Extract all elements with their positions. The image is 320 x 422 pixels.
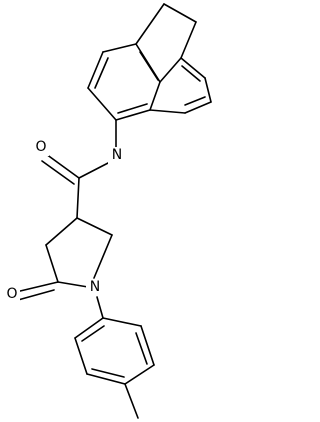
- bond-tol-1: [102, 317, 142, 327]
- bond-tol-2: [140, 325, 155, 366]
- bond-pyr-1: [76, 217, 113, 236]
- ring-nitrogen-mask: [86, 279, 104, 296]
- bond-bridgehead-right-central: [159, 57, 182, 83]
- bond-tol-6: [74, 317, 104, 339]
- amide-oxygen-mask: [33, 139, 49, 156]
- bond-nitrogen-carbonyl: [78, 161, 111, 179]
- bond-lactam-oxygen-double: [17, 289, 55, 301]
- bond-ring-b4: [149, 109, 186, 114]
- bond-tol-5: [74, 337, 88, 375]
- bond-tol-4: [86, 373, 126, 385]
- bond-tol-2-double: [135, 332, 148, 365]
- bond-ring-b1: [180, 57, 206, 79]
- bond-n-aryl: [96, 296, 104, 319]
- bond-carbonyl-oxygen-double: [41, 160, 75, 185]
- bond-pyr-3: [45, 217, 78, 246]
- bond-ring-a4: [115, 109, 151, 121]
- bond-carbonyl-oxygen: [45, 153, 80, 179]
- bond-ring-a4-double: [117, 103, 148, 114]
- amide-oxygen-label: O: [35, 139, 46, 155]
- bond-ring-a2: [87, 51, 104, 89]
- amide-nitrogen-mask: [108, 147, 128, 164]
- acenaphthene-group: [87, 3, 212, 121]
- lactam-oxygen-label: O: [6, 286, 17, 302]
- bond-ring-b1-double: [181, 65, 201, 82]
- pyrrolidinone-ring: [15, 217, 113, 301]
- bond-tol-3: [124, 364, 155, 385]
- bond-methyl: [124, 383, 139, 419]
- bond-ring-b3: [184, 101, 212, 114]
- bond-tol-6-double: [81, 325, 105, 342]
- bond-ring-b2: [204, 77, 212, 103]
- bond-ring-b3-double: [184, 96, 206, 106]
- bond-tol-4-double: [91, 368, 125, 378]
- bond-lactam-oxygen: [15, 281, 59, 293]
- tolyl-group: [74, 296, 155, 419]
- bond-carbonyl-ring: [76, 177, 80, 219]
- bond-ring-a2-double: [94, 57, 109, 89]
- amide-group: [41, 119, 117, 219]
- chemical-structure: N O O N: [4, 3, 212, 419]
- ring-nitrogen-label: N: [90, 279, 100, 295]
- bond-ch2-bridgehead-right: [180, 21, 197, 59]
- bond-ring-a1: [102, 43, 137, 53]
- bond-bridgehead-central-double: [139, 51, 159, 81]
- bond-pyr-2: [93, 234, 113, 279]
- bond-ring-a3: [87, 87, 117, 121]
- bond-ring-a5: [149, 81, 161, 111]
- bond-ch2-bridgehead-left: [135, 3, 165, 45]
- bond-ch2-ch2: [163, 3, 197, 23]
- lactam-oxygen-mask: [4, 286, 20, 303]
- amide-nitrogen-label: N: [112, 147, 122, 163]
- bond-pyr-4: [45, 244, 59, 283]
